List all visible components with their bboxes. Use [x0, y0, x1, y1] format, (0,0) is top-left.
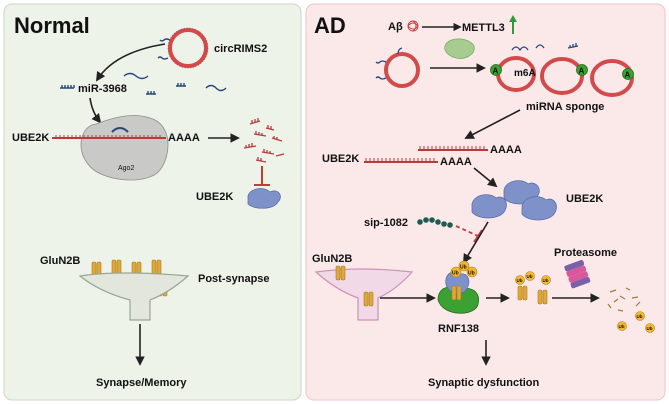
ub-tag-label: Ub [517, 278, 523, 283]
postsynapse-spine-icon [78, 272, 190, 321]
m6a-label: m6A [514, 68, 536, 79]
ub-tag-label: Ub [452, 271, 459, 277]
ago2-complex-icon [80, 115, 169, 181]
ad-ube2k-protein-label: UBE2K [566, 193, 603, 205]
sip-label: sip-1082 [364, 217, 408, 229]
ub-tag-label: Ub [637, 314, 643, 319]
ad-title: AD [314, 13, 346, 38]
m6a-mark-letter: A [625, 71, 631, 80]
ad-ube2k-mrna-icon [364, 158, 438, 163]
m6a-mark-icon: A [576, 64, 588, 76]
normal-glun2b-label: GluN2B [40, 255, 80, 267]
ad-outcome-label: Synaptic dysfunction [428, 377, 540, 389]
up-arrow-icon [509, 15, 517, 34]
sip-peptide-icon [417, 217, 453, 228]
ub-tag-label: Ub [543, 278, 549, 283]
ub-tag-label: Ub [468, 271, 475, 277]
ub-tag-label: Ub [647, 326, 653, 331]
ad-circrna-icon [375, 47, 420, 88]
ad-ube2k-mrna-label: UBE2K [322, 153, 359, 165]
proteasome-icon [564, 259, 591, 289]
rnf138-complex-icon [437, 271, 480, 314]
normal-ube2k-mrna-label: UBE2K [12, 132, 49, 144]
ad-glun2b-label: GluN2B [312, 253, 352, 265]
ago2-label: Ago2 [118, 165, 134, 172]
mirna-sponge-label: miRNA sponge [526, 101, 604, 113]
inhibition-icon [254, 166, 270, 186]
mir3968-label: miR-3968 [78, 83, 127, 95]
degraded-mrna-icon [243, 118, 285, 163]
normal-title: Normal [14, 13, 90, 38]
ube2k-mrna-icon [52, 127, 166, 139]
ub-cluster-icon: Ub Ub Ub [450, 260, 478, 278]
rnf138-label: RNF138 [438, 323, 479, 335]
mettl3-label: METTL3 [462, 22, 505, 34]
ad-mrna-short-icon [418, 146, 488, 151]
release-arrow [95, 43, 166, 82]
proteasome-label: Proteasome [554, 247, 617, 259]
ube2k-protein-icon [247, 188, 281, 209]
binding-arrow [463, 221, 489, 264]
abeta-label: Aβ [388, 21, 403, 33]
degraded-fragments-icon [607, 287, 641, 312]
m6a-mark-letter: A [493, 67, 499, 76]
sponge-arrow [464, 109, 521, 139]
ub-tag-label: Ub [619, 324, 625, 329]
mirna-icon [60, 72, 227, 95]
ad-ube2k-protein-icon [471, 180, 557, 221]
normal-outcome-label: Synapse/Memory [96, 377, 187, 389]
normal-polya-label: AAAA [168, 132, 200, 144]
mettl3-protein-icon [444, 38, 475, 59]
m6a-mark-letter: A [579, 67, 585, 76]
abeta-icon [407, 20, 419, 32]
circrims2-circle-icon [157, 27, 209, 69]
normal-panel [3, 3, 302, 401]
circrims2-label: circRIMS2 [214, 43, 267, 55]
m6a-mark-icon: A [490, 64, 502, 76]
sip-inhibition-icon [455, 225, 483, 243]
free-ub-icon: Ub Ub Ub [617, 311, 655, 333]
ad-glun2b-receptor-icon [335, 265, 374, 307]
normal-ube2k-protein-label: UBE2K [196, 191, 233, 203]
ad-polya-lower-label: AAAA [440, 156, 472, 168]
ub-receptor-icon: Ub Ub Ub [515, 271, 551, 305]
postsynapse-label: Post-synapse [198, 273, 270, 285]
translation-arrow [473, 167, 498, 188]
m6a-mark-icon: A [622, 68, 634, 80]
ub-tag-label: Ub [460, 265, 467, 271]
load-arrow [89, 97, 102, 124]
ad-polya-upper-label: AAAA [490, 144, 522, 156]
ub-tag-label: Ub [527, 274, 533, 279]
